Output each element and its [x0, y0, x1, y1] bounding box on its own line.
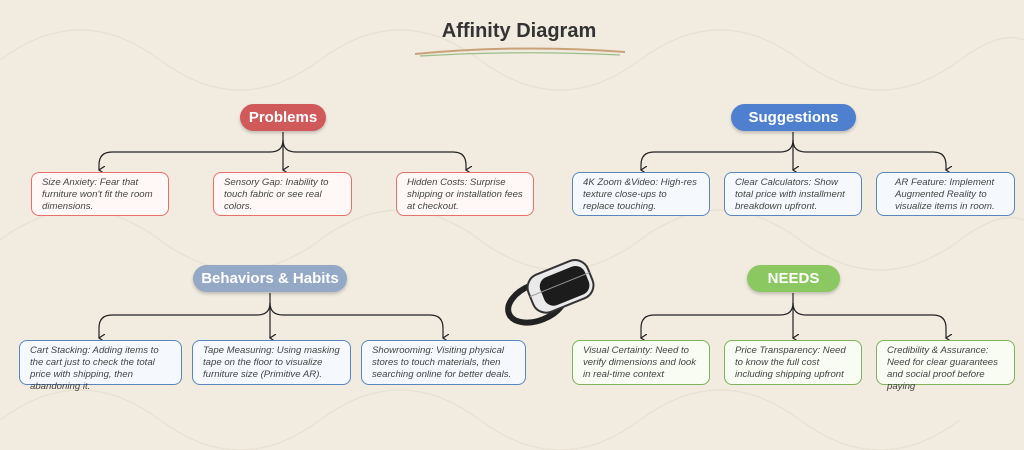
problem-card[interactable]: Hidden Costs: Surprise shipping or insta…	[396, 172, 534, 216]
need-card[interactable]: Credibility & Assurance: Need for clear …	[876, 340, 1015, 392]
diagram-title: Affinity Diagram	[441, 20, 597, 42]
group-problems[interactable]: Problems	[240, 104, 326, 131]
need-card[interactable]: Price Transparency: Need to know the ful…	[724, 340, 862, 385]
group-label: Behaviors & Habits	[201, 270, 339, 287]
group-label: Suggestions	[748, 109, 839, 126]
behavior-card[interactable]: Showrooming: Visiting physical stores to…	[361, 340, 526, 385]
problem-card[interactable]: Sensory Gap: Inability to touch fabric o…	[213, 172, 352, 216]
problem-card[interactable]: Size Anxiety: Fear that furniture won't …	[31, 172, 169, 216]
suggestion-card[interactable]: Clear Calculators: Show total price with…	[724, 172, 862, 216]
group-suggestions[interactable]: Suggestions	[731, 104, 856, 131]
suggestion-card[interactable]: AR Feature: Implement Augmented Reality …	[876, 172, 1015, 216]
suggestion-card[interactable]: 4K Zoom &Video: High-res texture close-u…	[572, 172, 710, 216]
behavior-card[interactable]: Cart Stacking: Adding items to the cart …	[19, 340, 182, 392]
group-label: NEEDS	[767, 270, 820, 287]
group-needs[interactable]: NEEDS	[747, 265, 840, 292]
behavior-card[interactable]: Tape Measuring: Using masking tape on th…	[192, 340, 351, 385]
group-behaviors[interactable]: Behaviors & Habits	[193, 265, 347, 292]
group-label: Problems	[248, 109, 318, 126]
need-card[interactable]: Visual Certainty: Need to verify dimensi…	[572, 340, 710, 385]
title-underline	[414, 47, 626, 57]
